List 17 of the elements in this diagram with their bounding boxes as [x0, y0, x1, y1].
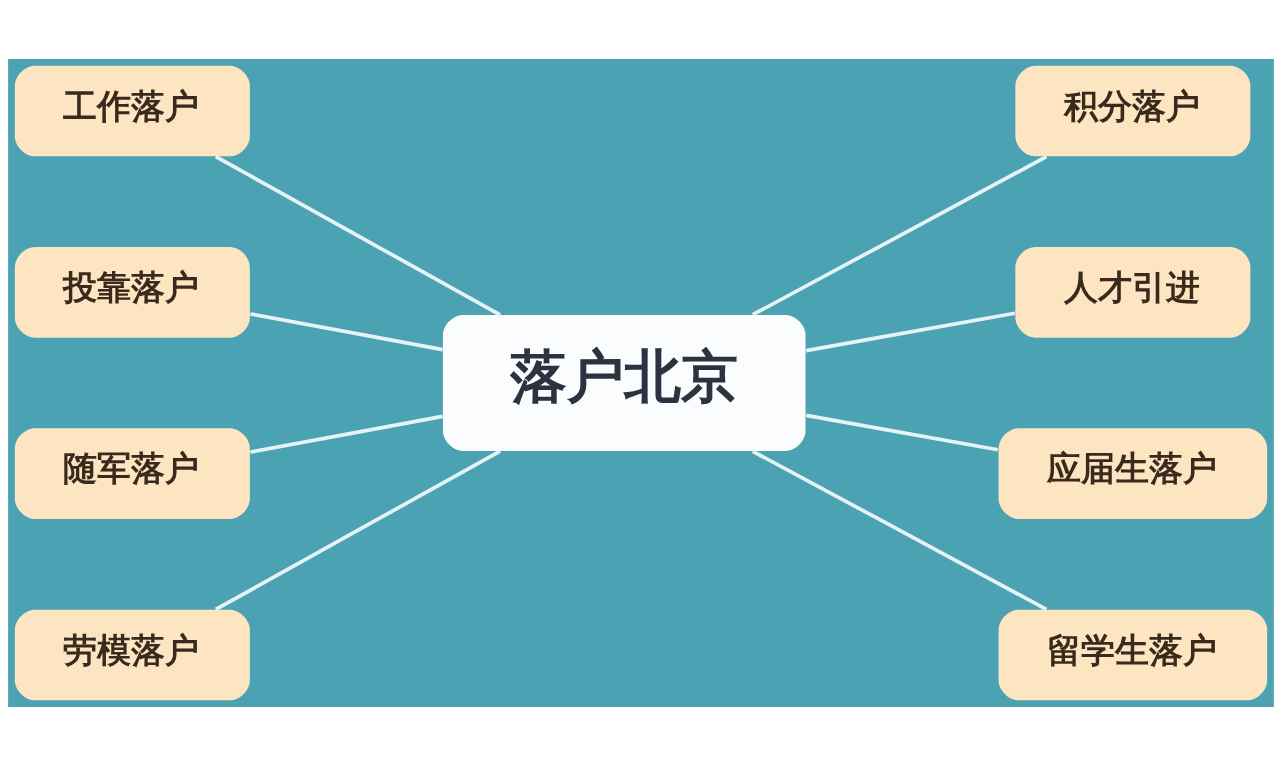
node-box: 随军落户 — [14, 428, 250, 519]
connector — [250, 414, 443, 454]
node-box: 投靠落户 — [14, 247, 250, 338]
node-box: 积分落户 — [1015, 65, 1251, 157]
node-box: 劳模落户 — [14, 609, 250, 701]
node-box: 人才引进 — [1015, 247, 1251, 338]
node-box: 应届生落户 — [998, 428, 1268, 519]
connector — [214, 154, 502, 317]
connector — [805, 311, 1016, 353]
connector — [751, 449, 1048, 611]
connector — [805, 413, 999, 452]
node-box: 落户北京 — [442, 315, 806, 451]
node-box: 留学生落户 — [998, 609, 1268, 701]
node-box: 工作落户 — [14, 65, 250, 157]
connector — [250, 312, 443, 352]
connector — [751, 155, 1048, 317]
connector — [214, 449, 502, 612]
